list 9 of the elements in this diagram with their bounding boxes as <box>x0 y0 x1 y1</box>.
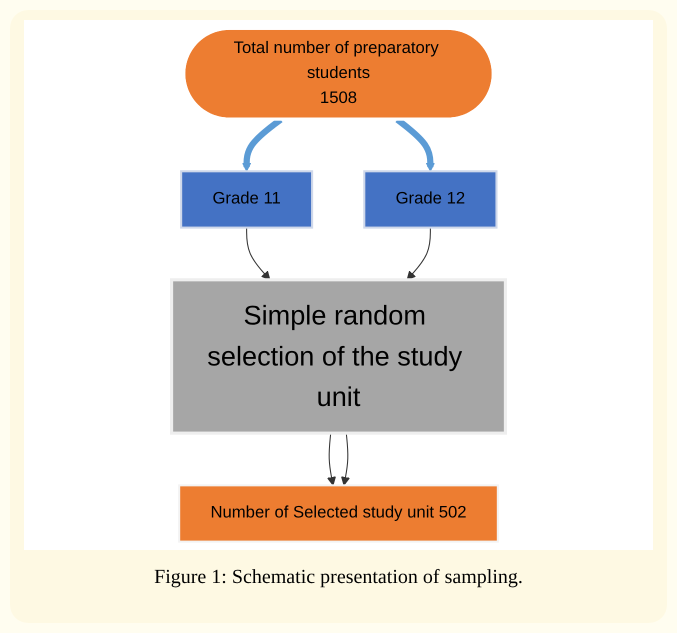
figure-caption: Figure 1: Schematic presentation of sampling. <box>153 566 524 589</box>
node-box: Grade 11 <box>180 170 314 229</box>
node-box: Grade 12 <box>363 170 498 229</box>
arrow <box>327 433 336 486</box>
arrow <box>406 228 431 280</box>
node-box: Simple random selection of the study unit <box>170 278 507 435</box>
node-box: Number of Selected study unit 502 <box>178 484 499 543</box>
arrow <box>340 433 350 486</box>
arrow <box>246 228 270 280</box>
